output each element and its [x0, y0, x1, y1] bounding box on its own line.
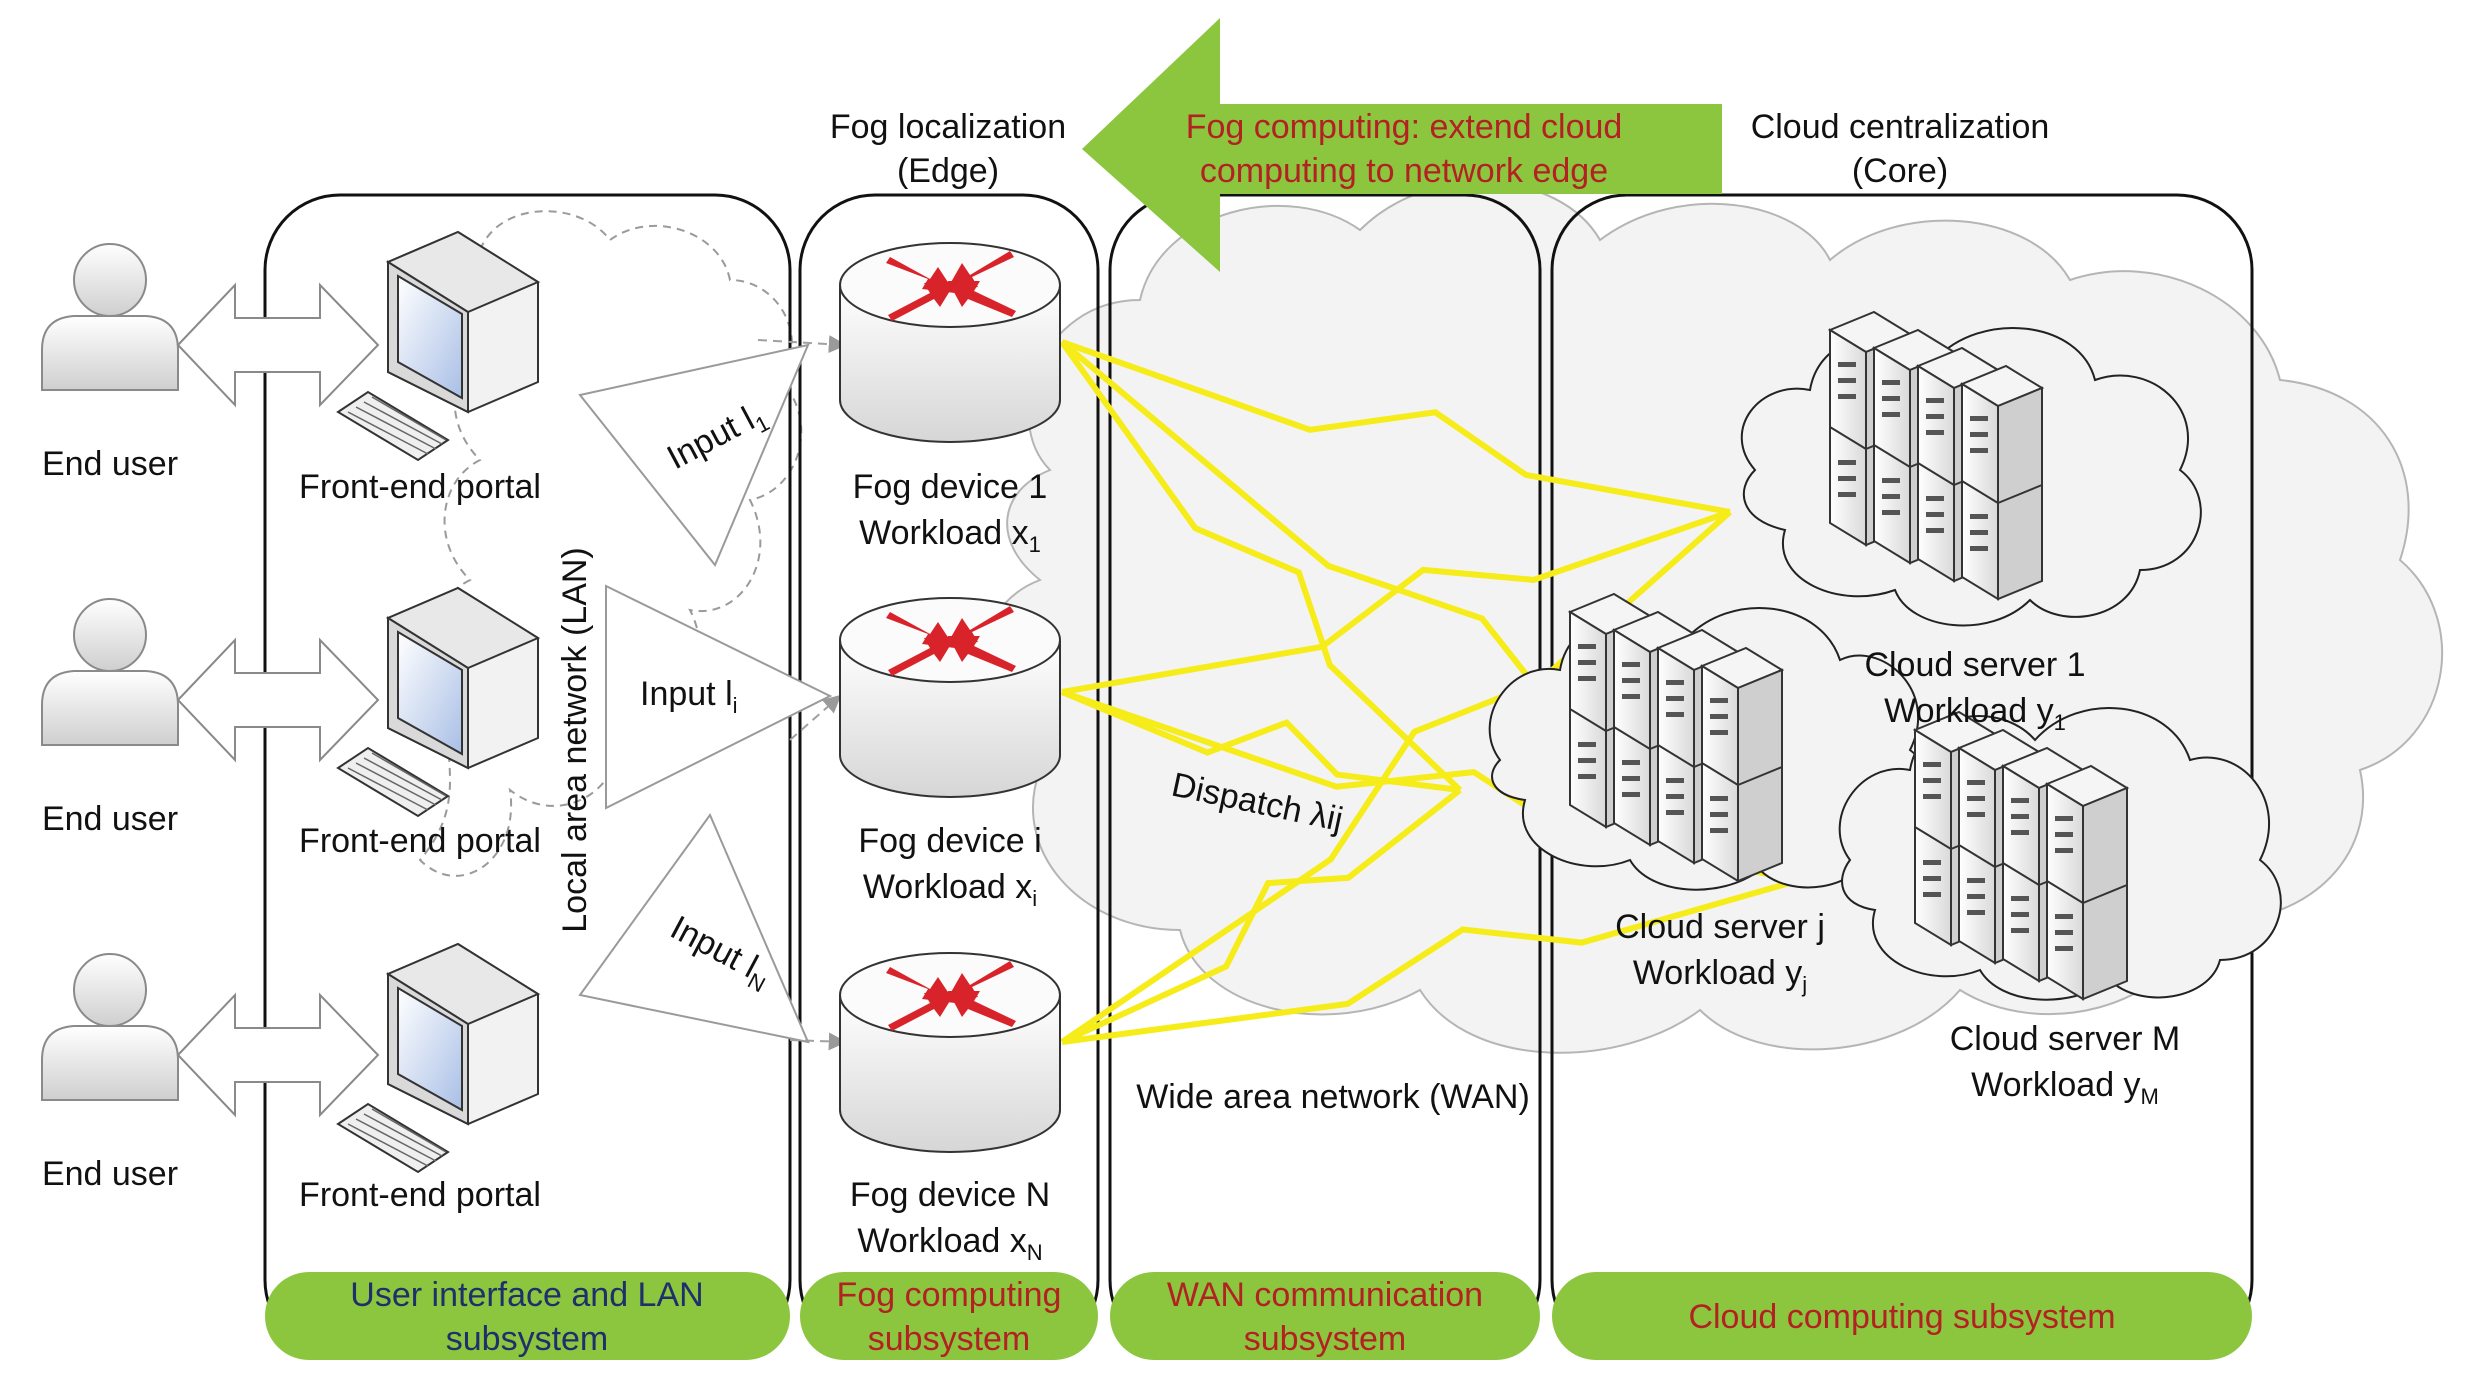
input-wedge-1 [578, 343, 810, 567]
subsystem-label: subsystem [868, 1320, 1031, 1358]
cloud-server-name: Cloud server M [1950, 1020, 2181, 1058]
fog-device-name: Fog device i [858, 822, 1041, 860]
front-end-portal-label: Front-end portal [299, 468, 541, 506]
lan-label: Local area network (LAN) [556, 547, 594, 933]
user-icon [41, 243, 179, 391]
dispatch-link-1-2 [1059, 340, 1463, 793]
fog-device-workload: Workload xi [863, 868, 1037, 911]
subsystem-cloud: Cloud computing subsystem [1552, 1272, 2252, 1360]
fog-direction-banner: Fog computing: extend cloud computing to… [1082, 18, 1722, 272]
dispatch-link-2-1 [1061, 509, 1731, 695]
user-icon [41, 953, 179, 1101]
front-end-portal-label: Front-end portal [299, 822, 541, 860]
input-label-i: Input li [640, 675, 738, 718]
end-user-2: End user [41, 598, 179, 838]
router-icon [839, 597, 1061, 798]
cloud-server-name: Cloud server 1 [1864, 646, 2085, 684]
cloud-server-workload: Workload yM [1971, 1066, 2159, 1109]
cloud-server-workload: Workload yj [1633, 954, 1807, 997]
lan-cloud [418, 210, 803, 877]
input-wedge-i [605, 584, 833, 810]
cloud-server-workload: Workload y1 [1884, 692, 2066, 735]
fog-device-workload: Workload x1 [859, 514, 1041, 557]
cloud-cluster-m [1838, 707, 2282, 1001]
router-icon [839, 242, 1061, 443]
cloud-server-clusters [1488, 312, 2282, 1001]
subsystem-label: subsystem [446, 1320, 609, 1358]
input-connectors [757, 335, 847, 1051]
dispatch-link-3-2 [1060, 787, 1462, 1045]
double-arrow-icon [176, 992, 380, 1118]
subsystem-pills: User interface and LAN subsystem Fog com… [265, 1272, 2252, 1360]
end-user-label: End user [42, 800, 178, 838]
cloud-heading-line-1: Cloud centralization [1751, 108, 2050, 146]
double-arrow-icon [176, 637, 380, 763]
front-end-portal-label: Front-end portal [299, 1176, 541, 1214]
double-arrow-icon [176, 282, 380, 408]
cloud-cluster-1 [1740, 312, 2202, 627]
end-user-1: End user [41, 243, 179, 483]
fog-device-workload: Workload xN [857, 1222, 1042, 1265]
cloud-heading-line-2: (Core) [1852, 152, 1948, 190]
user-icon [41, 598, 179, 746]
cloud-server-labels: Cloud server 1 Workload y1 Cloud server … [1615, 646, 2180, 1109]
fog-devices [839, 242, 1061, 1153]
subsystem-wan: WAN communication subsystem [1110, 1272, 1540, 1360]
subsystem-user-interface: User interface and LAN subsystem [265, 1272, 790, 1360]
fog-device-labels: Fog device 1 Workload x1 Fog device i Wo… [850, 468, 1050, 1265]
wan-label: Wide area network (WAN) [1136, 1078, 1530, 1116]
subsystem-label: User interface and LAN [350, 1276, 703, 1314]
banner-line-2: computing to network edge [1200, 152, 1608, 190]
user-portal-arrows [176, 282, 380, 1118]
end-user-label: End user [42, 445, 178, 483]
dispatch-link-3-3 [1061, 877, 1801, 1045]
end-user-label: End user [42, 1155, 178, 1193]
subsystem-label: Cloud computing subsystem [1688, 1298, 2115, 1336]
subsystem-fog: Fog computing subsystem [800, 1272, 1098, 1360]
input-wedges [578, 343, 833, 1044]
fog-device-name: Fog device 1 [853, 468, 1048, 506]
fog-device-name: Fog device N [850, 1176, 1050, 1214]
front-end-portals: Front-end portal Front-end portal Front-… [299, 231, 541, 1214]
end-users: End user End user End user [41, 243, 179, 1193]
end-user-3: End user [41, 953, 179, 1193]
fog-heading-line-2: (Edge) [897, 152, 999, 190]
dispatch-link-1-1 [1060, 339, 1731, 515]
subsystem-label: subsystem [1244, 1320, 1407, 1358]
subsystem-label: Fog computing [837, 1276, 1062, 1314]
router-icon [839, 952, 1061, 1153]
cloud-server-name: Cloud server j [1615, 908, 1825, 946]
banner-line-1: Fog computing: extend cloud [1186, 108, 1623, 146]
input-wedge-n [578, 812, 810, 1044]
fog-heading-line-1: Fog localization [830, 108, 1066, 146]
subsystem-label: WAN communication [1167, 1276, 1483, 1314]
